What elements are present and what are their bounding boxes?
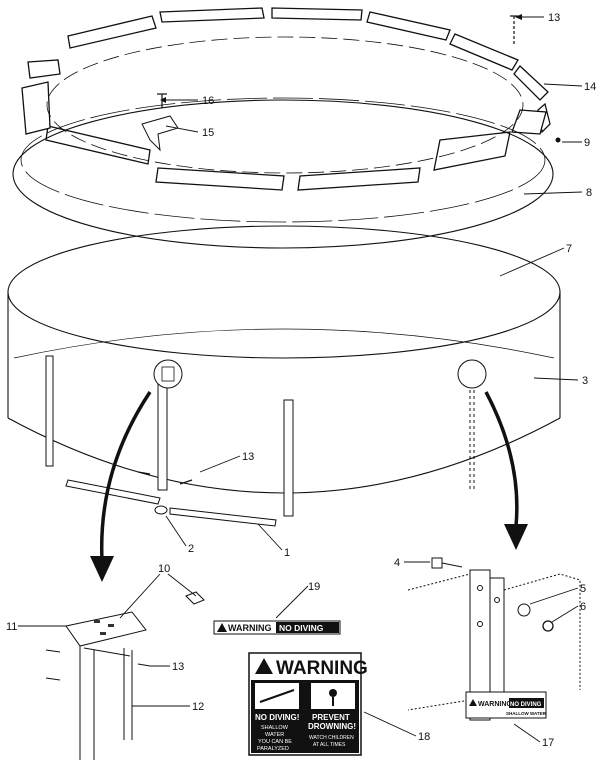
sign-left-line3: YOU CAN BE (258, 739, 292, 745)
sign-right-heading2: DROWNING! (308, 722, 356, 731)
callout-10: 10 (158, 563, 170, 575)
sign-left-line2: WATER (265, 732, 284, 738)
wall-uprights (45, 355, 475, 517)
small-label-left: WARNING (478, 701, 512, 708)
sign-right-heading1: PREVENT (312, 713, 350, 722)
callout-8: 8 (586, 187, 592, 199)
leader-lines (18, 16, 583, 743)
warning-strip-left-text: WARNING (228, 623, 272, 633)
wall-joint-detail (407, 569, 581, 721)
callout-12: 12 (192, 701, 204, 713)
callout-15: 15 (202, 127, 214, 139)
screws-13-mid (137, 471, 193, 485)
top-plate-bracket (141, 115, 179, 152)
screws-13-bottom (45, 649, 151, 681)
small-label-right: NO DIVING (510, 702, 542, 708)
bottom-plate-part-2 (154, 505, 168, 515)
detail-arrow-left (99, 391, 152, 561)
callout-1: 1 (284, 547, 290, 559)
callout-numbers: 13 14 16 15 9 8 7 3 13 2 1 10 11 13 12 1… (6, 12, 596, 749)
callout-13-bottom: 13 (172, 661, 184, 673)
top-rail-inner-edge (46, 36, 524, 174)
callout-19: 19 (308, 581, 320, 593)
sign-left-line1: SHALLOW (261, 725, 289, 731)
small-warning-label: WARNING NO DIVING SHALLOW WATER (465, 691, 547, 719)
callout-13-mid: 13 (242, 451, 254, 463)
callout-5: 5 (580, 583, 586, 595)
sign-left-line4: PARALYZED (257, 746, 289, 752)
nut-9 (555, 137, 561, 143)
callout-16: 16 (202, 95, 214, 107)
small-label-sub: SHALLOW WATER (506, 711, 547, 716)
detail-arrow-right (484, 391, 519, 527)
callout-11: 11 (6, 621, 17, 633)
bottom-rail (65, 479, 277, 527)
nut-6 (542, 620, 554, 632)
sign-left-heading: NO DIVING! (255, 713, 299, 722)
callout-6: 6 (580, 601, 586, 613)
screw-13-top (510, 15, 518, 46)
callout-14: 14 (584, 81, 596, 93)
callout-13-top: 13 (548, 12, 560, 24)
callout-7: 7 (566, 243, 572, 255)
callout-9: 9 (584, 137, 590, 149)
sign-right-line1: WATCH CHILDREN (309, 735, 354, 741)
warning-strip-label: WARNING NO DIVING (213, 620, 341, 635)
top-plate-outer (12, 99, 554, 249)
washer-5 (517, 603, 531, 617)
callout-18: 18 (418, 731, 430, 743)
callout-3: 3 (582, 375, 588, 387)
upright-cap-detail (65, 591, 205, 760)
callout-17: 17 (542, 737, 554, 749)
callout-2: 2 (188, 543, 194, 555)
detail-circle-right (457, 359, 487, 389)
top-rail-segments (21, 7, 551, 191)
callout-4: 4 (394, 557, 400, 569)
warning-strip-right-text: NO DIVING (279, 623, 324, 633)
top-plate-inner (20, 97, 546, 223)
sign-right-line2: AT ALL TIMES (313, 742, 346, 748)
bolt-4 (431, 557, 463, 569)
pool-liner-top (7, 225, 561, 359)
warning-sign: WARNING NO DIVING! SHALLOW WATER YOU CAN… (248, 652, 368, 756)
sign-title: WARNING (276, 658, 368, 679)
